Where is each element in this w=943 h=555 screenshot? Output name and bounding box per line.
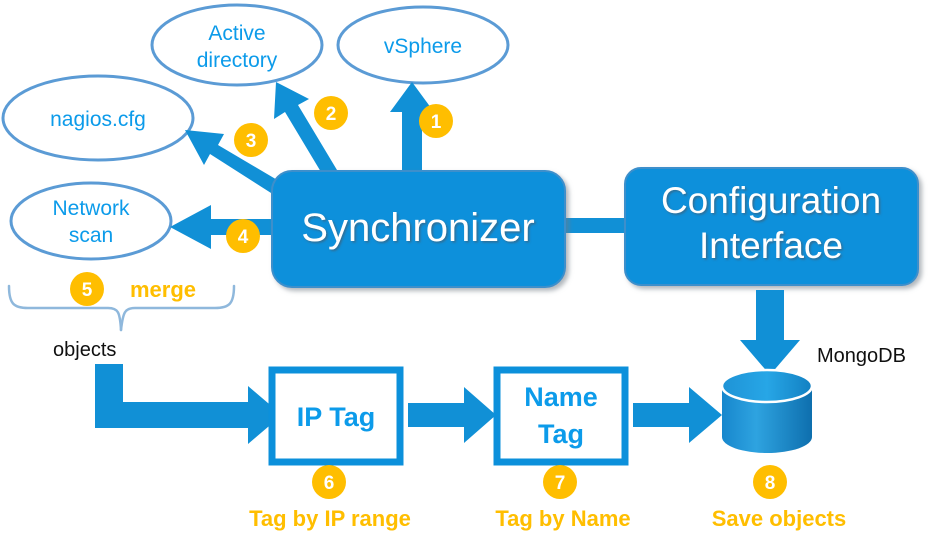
source-label-network-scan-line2: scan — [69, 224, 113, 247]
source-label-active-directory-line2: directory — [197, 49, 278, 72]
name-tag-label-line2: Tag — [538, 419, 584, 449]
pipeline-box-ip-tag[interactable]: IP Tag — [268, 366, 404, 466]
source-node-active-directory[interactable]: Active directory — [150, 3, 324, 87]
datastore-mongodb[interactable] — [720, 368, 814, 453]
step-badge-1-number: 1 — [431, 112, 442, 133]
step-badge-4: 4 — [226, 219, 260, 253]
step-badge-3-number: 3 — [246, 131, 257, 152]
step-badge-2-number: 2 — [326, 104, 337, 125]
ip-tag-caption: Tag by IP range — [249, 506, 411, 531]
process-box-synchronizer[interactable] — [271, 170, 566, 288]
source-node-vsphere[interactable]: vSphere — [336, 5, 510, 85]
step-badge-8-number: 8 — [765, 473, 776, 494]
step-badge-3: 3 — [234, 123, 268, 157]
name-tag-caption: Tag by Name — [495, 506, 630, 531]
arrow-to-vsphere — [390, 82, 434, 183]
synchronizer-box-shape — [271, 170, 566, 288]
merge-brace — [7, 284, 236, 332]
objects-label: objects — [53, 339, 116, 361]
mongodb-caption: Save objects — [712, 506, 847, 531]
name-tag-box-shape — [493, 366, 629, 466]
pipeline-box-name-tag[interactable]: Name Tag — [493, 366, 629, 466]
step-badge-5-number: 5 — [82, 280, 93, 301]
mongodb-cylinder-top — [720, 368, 814, 404]
merge-caption: merge — [130, 277, 196, 302]
ellipse-shape-vsphere — [336, 5, 510, 85]
arrow-name-tag-to-mongodb — [633, 387, 722, 443]
arrow-ip-tag-to-name-tag — [408, 387, 496, 443]
ip-tag-box-shape — [268, 366, 404, 466]
configuration-interface-label-line2: Interface — [699, 225, 843, 266]
ip-tag-label: IP Tag — [297, 402, 376, 432]
step-badge-6: 6 — [312, 465, 346, 499]
source-label-nagios-cfg: nagios.cfg — [50, 108, 146, 131]
arrow-to-network-scan — [170, 205, 280, 249]
source-label-active-directory-line1: Active — [208, 22, 265, 45]
mongodb-cylinder-body — [722, 386, 812, 453]
configuration-interface-box-shape — [624, 167, 919, 286]
source-node-network-scan[interactable]: Network scan — [9, 181, 173, 261]
step-badge-2: 2 — [314, 96, 348, 130]
arrow-objects-to-ip-tag — [95, 364, 282, 444]
name-tag-label-line1: Name — [524, 382, 598, 412]
source-label-vsphere: vSphere — [384, 35, 462, 58]
step-badge-6-number: 6 — [324, 473, 335, 494]
source-node-nagios-cfg[interactable]: nagios.cfg — [1, 74, 195, 162]
arrow-to-active-directory — [274, 82, 343, 187]
step-badge-5: 5 — [70, 272, 104, 306]
ellipse-shape-active-directory — [150, 3, 324, 87]
connector-synchronizer-configuration — [556, 218, 634, 233]
step-badge-4-number: 4 — [238, 227, 249, 248]
mongodb-label: MongoDB — [817, 345, 906, 367]
step-badge-8: 8 — [753, 465, 787, 499]
source-label-network-scan-line1: Network — [52, 197, 130, 220]
step-badge-7: 7 — [543, 465, 577, 499]
ellipse-shape-nagios-cfg — [1, 74, 195, 162]
arrow-configuration-to-mongodb — [740, 290, 800, 375]
process-box-configuration-interface[interactable] — [624, 167, 919, 286]
synchronizer-label: Synchronizer — [301, 206, 534, 250]
ellipse-shape-network-scan — [9, 181, 173, 261]
step-badge-7-number: 7 — [555, 473, 566, 494]
step-badge-1: 1 — [419, 104, 453, 138]
configuration-interface-label-line1: Configuration — [661, 180, 881, 221]
